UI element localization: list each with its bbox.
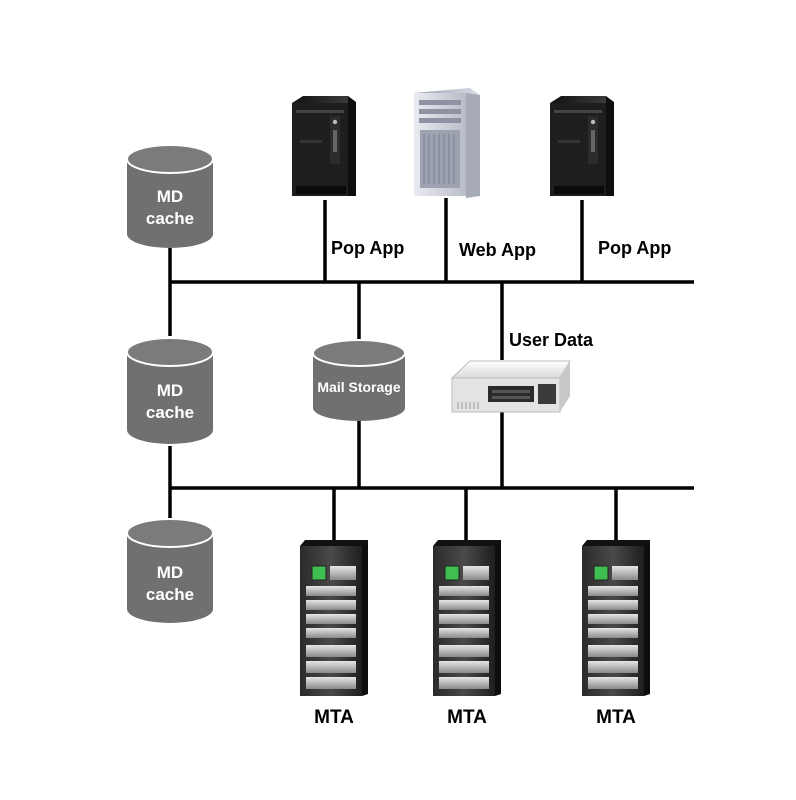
pop-app-server-2: [550, 96, 614, 196]
web-app-server: [414, 88, 480, 198]
pop-app-1-label: Pop App: [331, 238, 404, 258]
mta-3-label: MTA: [596, 707, 636, 728]
md-cache-2-line1: MD: [157, 381, 183, 400]
mta-server-2: [433, 540, 501, 696]
pop-app-server-1: [292, 96, 356, 196]
mta-1-label: MTA: [314, 707, 354, 728]
md-cache-2-line2: cache: [146, 403, 194, 422]
user-data-storage-box: [450, 360, 571, 413]
md-cache-1: MD cache: [126, 144, 214, 248]
web-app-label: Web App: [459, 240, 536, 260]
md-cache-2: MD cache: [126, 337, 214, 444]
user-data-label: User Data: [509, 330, 594, 350]
network-wiring: [168, 198, 694, 542]
md-cache-1-line2: cache: [146, 209, 194, 228]
md-cache-3-line1: MD: [157, 563, 183, 582]
md-cache-1-line1: MD: [157, 187, 183, 206]
md-cache-3: MD cache: [126, 518, 214, 623]
pop-app-2-label: Pop App: [598, 238, 671, 258]
mta-2-label: MTA: [447, 707, 487, 728]
mta-server-3: [582, 540, 650, 696]
md-cache-3-line2: cache: [146, 585, 194, 604]
mail-storage: Mail Storage: [312, 339, 406, 421]
mta-server-1: [300, 540, 368, 696]
mail-storage-label: Mail Storage: [317, 379, 400, 395]
